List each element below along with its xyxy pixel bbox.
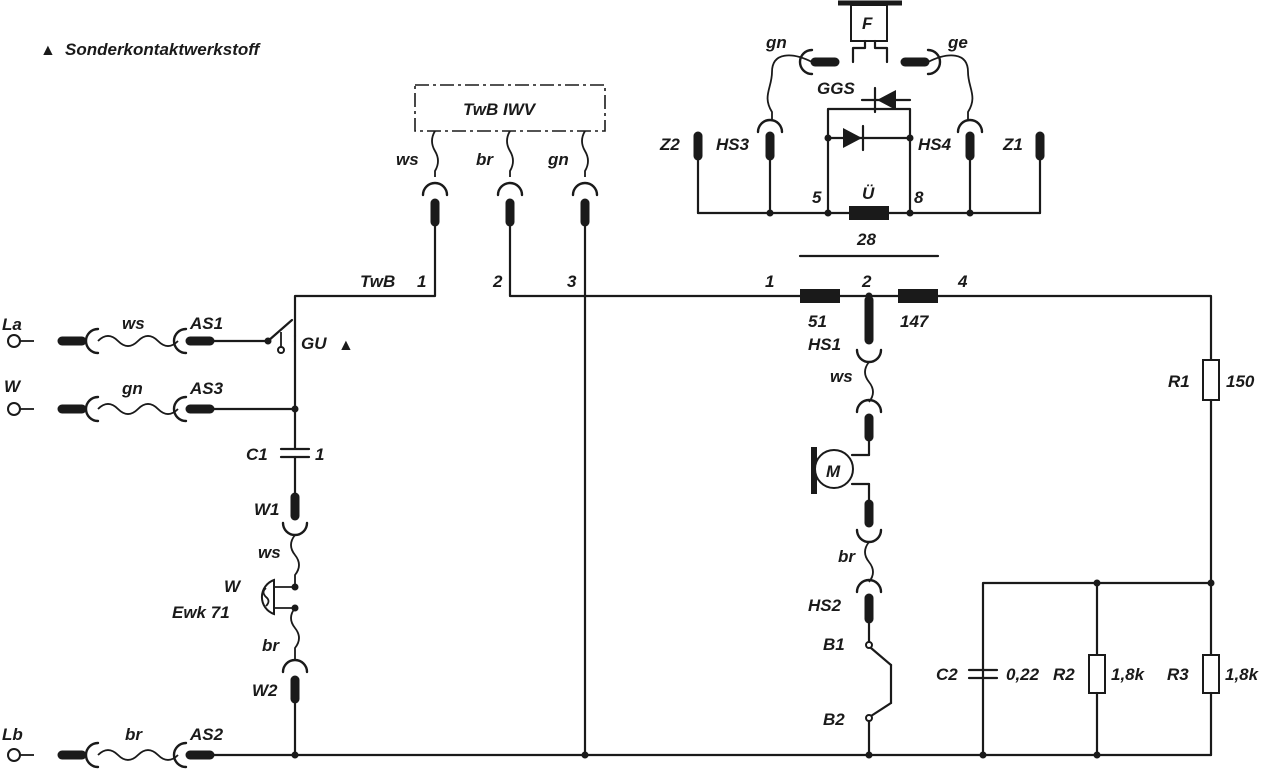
external-box-label: TwB IWV [463,100,537,119]
terminal-la-icon[interactable] [7,334,21,348]
switch-gu-label: GU [301,334,327,353]
secondary-pin-left: 5 [812,188,822,207]
terminal-w-plug: AS3 [189,379,224,398]
box-wire-br: br [476,150,494,169]
r1-label: R1 [1168,372,1190,391]
r2-label: R2 [1053,665,1075,684]
secondary-wire-right: ge [947,33,968,52]
r3-label: R3 [1167,665,1189,684]
bell-label-top: W [224,577,242,596]
r2-value: 1,8k [1111,665,1146,684]
terminal-lb-plug: AS2 [189,725,224,744]
bell-lower-wire: br [262,636,280,655]
terminal-la-wire: ws [122,314,145,333]
bottom-rail [208,751,1213,759]
rc-network: C2 0,22 R2 1,8k R3 1,8k [936,579,1260,757]
terminal-la: La ws AS1 [2,314,270,355]
legend: ▲ Sonderkontaktwerkstoff [40,40,262,59]
terminal-la-plug: AS1 [189,314,223,333]
contact-hs3: HS3 [716,135,750,154]
motor-label: M [826,462,841,481]
motor-branch: M HS1 ws br HS2 B1 B2 [808,295,893,757]
r3-value: 1,8k [1225,665,1260,684]
c2-label: C2 [936,665,958,684]
external-box: TwB IWV ws br gn [396,84,606,227]
motor-wire-bottom: br [838,547,856,566]
twb-wiring: TwB 1 2 3 [293,220,807,757]
transformer-tap-2: 2 [861,272,872,291]
bell-branch: W1 ws W Ewk 71 br W2 [172,492,309,757]
terminal-w: W gn AS3 [4,377,299,423]
bell-lower-plug: W2 [252,681,278,700]
secondary-circuit: F gn ge [659,0,1045,249]
c2-value: 0,22 [1006,665,1040,684]
box-wire-gn: gn [547,150,569,169]
terminal-w-wire: gn [121,379,143,398]
terminal-lb-name: Lb [2,725,23,744]
box-wire-ws: ws [396,150,419,169]
secondary-pin-right: 8 [914,188,924,207]
secondary-value: 28 [856,230,876,249]
c1-value: 1 [315,445,324,464]
terminal-lb-icon[interactable] [7,748,21,762]
contact-b1: B1 [823,635,845,654]
bell-upper-wire: ws [258,543,281,562]
contact-z2: Z2 [659,135,680,154]
bell-upper-plug: W1 [254,500,280,519]
terminal-lb: Lb br AS2 [2,725,224,769]
transformer-tap-4: 4 [957,272,968,291]
transformer-primary: 1 2 4 51 147 [765,254,1213,362]
motor-plug-top: HS1 [808,335,841,354]
resistor-r1: R1 150 [1168,359,1255,657]
twb-pin-1: 1 [417,272,426,291]
bell-label-bottom: Ewk 71 [172,603,230,622]
winding-left-value: 51 [808,312,827,331]
secondary-label: Ü [862,184,875,203]
motor-plug-bottom: HS2 [808,596,842,615]
legend-text: Sonderkontaktwerkstoff [65,40,262,59]
motor-icon [814,449,854,489]
c1-label: C1 [246,445,268,464]
twb-pin-2: 2 [492,272,503,291]
terminal-lb-wire: br [125,725,143,744]
secondary-wire-left: gn [765,33,787,52]
twb-pin-3: 3 [567,272,577,291]
motor-wire-top: ws [830,367,853,386]
contact-b2: B2 [823,710,845,729]
component-f-label: F [862,14,873,33]
terminal-w-icon[interactable] [7,402,21,416]
contact-hs4: HS4 [918,135,952,154]
switch-gu-marker: ▲ [338,337,354,354]
legend-marker: ▲ [40,42,56,59]
r1-value: 150 [1226,372,1255,391]
contact-z1: Z1 [1002,135,1023,154]
rectifier-label: GGS [817,79,855,98]
twb-prefix: TwB [360,272,395,291]
capacitor-c1: C1 1 [246,445,324,497]
terminal-w-name: W [4,377,22,396]
winding-right-value: 147 [900,312,930,331]
switch-gu: GU ▲ [264,318,354,450]
transformer-tap-1: 1 [765,272,774,291]
terminal-la-name: La [2,315,22,334]
